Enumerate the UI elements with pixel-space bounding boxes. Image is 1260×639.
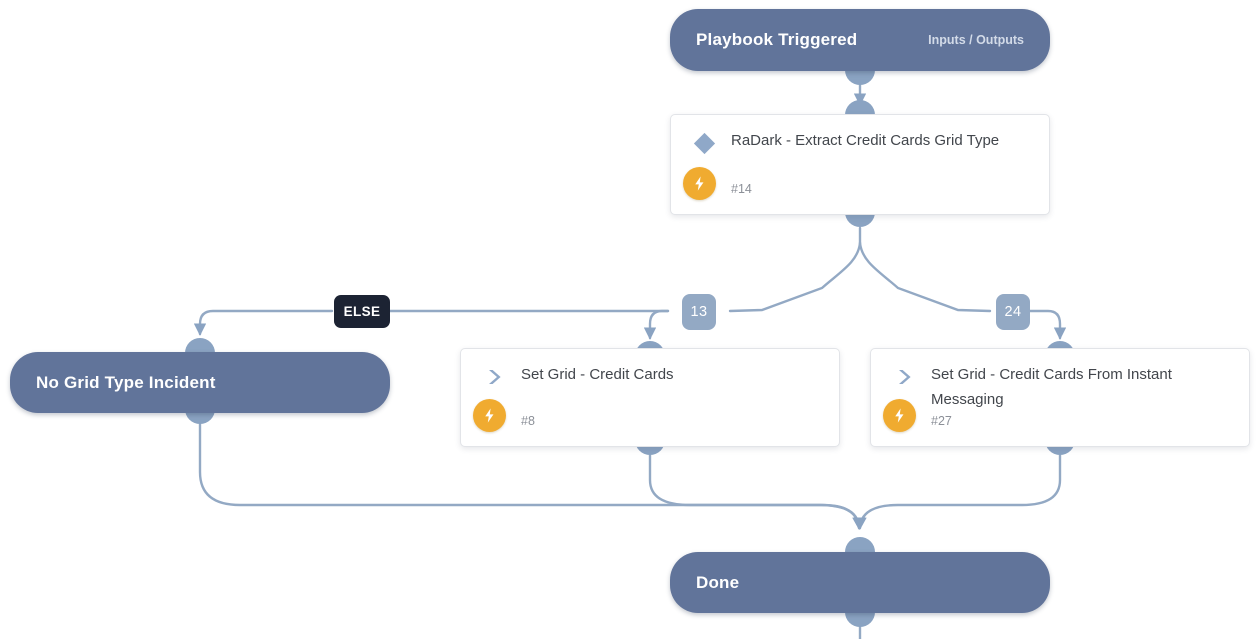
automation-bolt-icon <box>883 399 916 432</box>
edge-else-rail-left <box>193 309 334 336</box>
condition-diamond-icon <box>689 128 719 158</box>
node-set-grid-im-number: #27 <box>931 414 952 428</box>
node-set-grid-credit-cards-from-instant-messaging[interactable]: Set Grid - Credit Cards From Instant Mes… <box>870 348 1250 447</box>
task-chevron-icon <box>479 362 509 392</box>
node-done-title: Done <box>696 572 740 592</box>
port-start-bottom[interactable] <box>845 70 875 85</box>
node-extract-title: RaDark - Extract Credit Cards Grid Type <box>731 132 1000 149</box>
node-done[interactable]: Done <box>670 552 1050 613</box>
edge-branch13-drop <box>643 309 670 340</box>
automation-bolt-icon <box>683 167 716 200</box>
edge-branch24-drop <box>1028 309 1067 340</box>
node-extract-number: #14 <box>731 182 752 196</box>
node-set-grid-credit-cards[interactable]: Set Grid - Credit Cards #8 <box>460 348 840 447</box>
port-done-bottom[interactable] <box>845 612 875 627</box>
edge-label-else[interactable]: ELSE <box>334 295 390 328</box>
edge-fan-left <box>728 241 862 313</box>
node-no-grid-type-incident[interactable]: No Grid Type Incident <box>10 352 390 413</box>
automation-bolt-icon <box>473 399 506 432</box>
port-done-top[interactable] <box>845 537 875 552</box>
node-set-grid-credit-cards-number: #8 <box>521 414 535 428</box>
node-set-grid-credit-cards-title: Set Grid - Credit Cards <box>521 366 674 383</box>
port-extract-bottom[interactable] <box>845 212 875 227</box>
node-no-grid-type-incident-title: No Grid Type Incident <box>36 372 216 392</box>
edge-label-branch-13[interactable]: 13 <box>682 294 716 330</box>
edge-setgridim-to-done <box>854 450 1062 530</box>
node-set-grid-im-title: Set Grid - Credit Cards From Instant Mes… <box>931 366 1172 408</box>
node-radark-extract-credit-cards-grid-type[interactable]: RaDark - Extract Credit Cards Grid Type … <box>670 114 1050 215</box>
edge-fan-right <box>858 241 992 313</box>
inputs-outputs-link[interactable]: Inputs / Outputs <box>928 33 1024 47</box>
task-chevron-icon <box>889 362 919 392</box>
port-nogrid-top[interactable] <box>185 338 215 353</box>
node-playbook-triggered-title: Playbook Triggered <box>696 30 858 49</box>
port-extract-top[interactable] <box>845 100 875 115</box>
edge-label-branch-24[interactable]: 24 <box>996 294 1030 330</box>
edge-setgridcc-to-done <box>648 450 865 530</box>
node-playbook-triggered[interactable]: Playbook Triggered Inputs / Outputs <box>670 9 1050 71</box>
